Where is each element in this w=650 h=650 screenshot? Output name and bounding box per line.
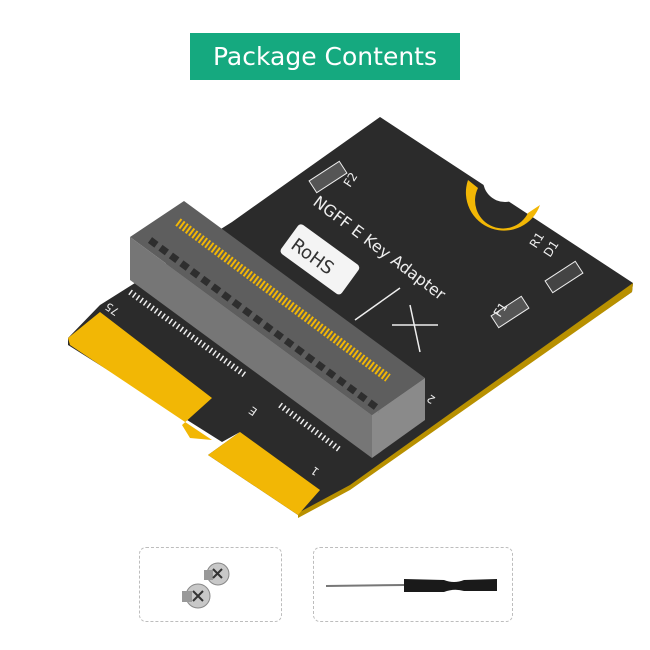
- rohs-sticker: [280, 224, 360, 295]
- component-f2: [308, 160, 348, 194]
- connector-front: [130, 237, 372, 458]
- pcb-board: [68, 117, 633, 515]
- screwdriver-icon: [325, 579, 497, 592]
- label-f1: F1: [491, 300, 511, 320]
- gold-fingers-right: [208, 432, 320, 515]
- pad-silk-left: [128, 289, 247, 378]
- package-contents-title: Package Contents: [190, 33, 460, 80]
- connector-top: [130, 201, 425, 415]
- screw-icon: [182, 562, 230, 609]
- component-r1-d1: [544, 260, 584, 294]
- connector-side: [372, 378, 425, 458]
- component-f1: [490, 295, 530, 329]
- standoff-notch: [465, 180, 540, 231]
- label-f2: F2: [341, 170, 361, 190]
- screwdriver-box: [313, 547, 513, 622]
- weee-bin-icon: [354, 287, 438, 353]
- connector-slots: [147, 237, 383, 413]
- notch-cutout: [483, 158, 527, 202]
- screws-box: [139, 547, 282, 622]
- gold-fingers-left: [68, 312, 212, 440]
- pad-silk-right: [278, 402, 342, 453]
